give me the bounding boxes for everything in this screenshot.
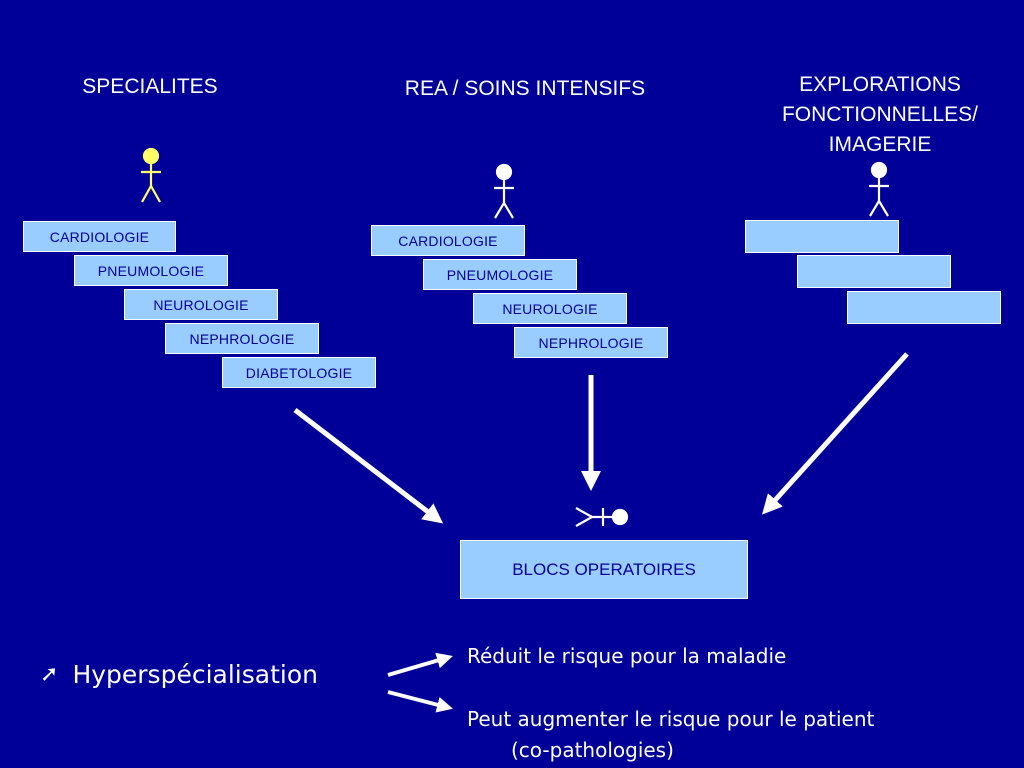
specialites-box-diabetologie: DIABETOLOGIE bbox=[222, 357, 376, 388]
hyperspecialisation-label: Hyperspécialisation bbox=[72, 660, 318, 689]
rea-box-cardiologie: CARDIOLOGIE bbox=[371, 225, 525, 256]
person-lying-icon bbox=[575, 507, 629, 527]
explorations-box-1 bbox=[745, 220, 899, 253]
arrow-bullet-icon: ➚ bbox=[40, 662, 59, 687]
title-explorations-imagerie: EXPLORATIONS FONCTIONNELLES/ IMAGERIE bbox=[781, 73, 979, 156]
arrow-hyper-to-outcome2 bbox=[387, 690, 453, 713]
arrow-explorations-to-blocs bbox=[761, 352, 909, 515]
hyperspecialisation-line: ➚ Hyperspécialisation bbox=[40, 660, 318, 689]
arrow-specialites-to-blocs bbox=[293, 408, 444, 524]
specialites-box-neurologie: NEUROLOGIE bbox=[124, 289, 278, 320]
blocs-operatoires-box: BLOCS OPERATOIRES bbox=[460, 540, 748, 599]
explorations-box-2 bbox=[797, 255, 951, 288]
rea-box-neurologie: NEUROLOGIE bbox=[473, 293, 627, 324]
specialites-box-nephrologie: NEPHROLOGIE bbox=[165, 323, 319, 354]
title-specialites: SPECIALITES bbox=[82, 75, 218, 98]
person-icon-explorations bbox=[869, 161, 889, 217]
outcome-augmenter-risque: Peut augmenter le risque pour le patient… bbox=[467, 704, 874, 766]
outcome-augmenter-risque-line2: (co-pathologies) bbox=[511, 738, 674, 762]
explorations-box-3 bbox=[847, 291, 1001, 324]
title-rea-soins-intensifs: REA / SOINS INTENSIFS bbox=[404, 77, 646, 100]
person-icon-rea bbox=[494, 163, 514, 219]
outcome-augmenter-risque-line1: Peut augmenter le risque pour le patient bbox=[467, 707, 875, 731]
rea-box-nephrologie: NEPHROLOGIE bbox=[514, 327, 668, 358]
outcome-reduit-risque: Réduit le risque pour la maladie bbox=[467, 644, 787, 668]
specialites-box-cardiologie: CARDIOLOGIE bbox=[23, 221, 176, 252]
specialites-box-pneumologie: PNEUMOLOGIE bbox=[74, 255, 228, 286]
arrow-hyper-to-outcome1 bbox=[387, 652, 453, 677]
rea-box-pneumologie: PNEUMOLOGIE bbox=[423, 259, 577, 290]
person-icon-specialites bbox=[141, 147, 161, 203]
